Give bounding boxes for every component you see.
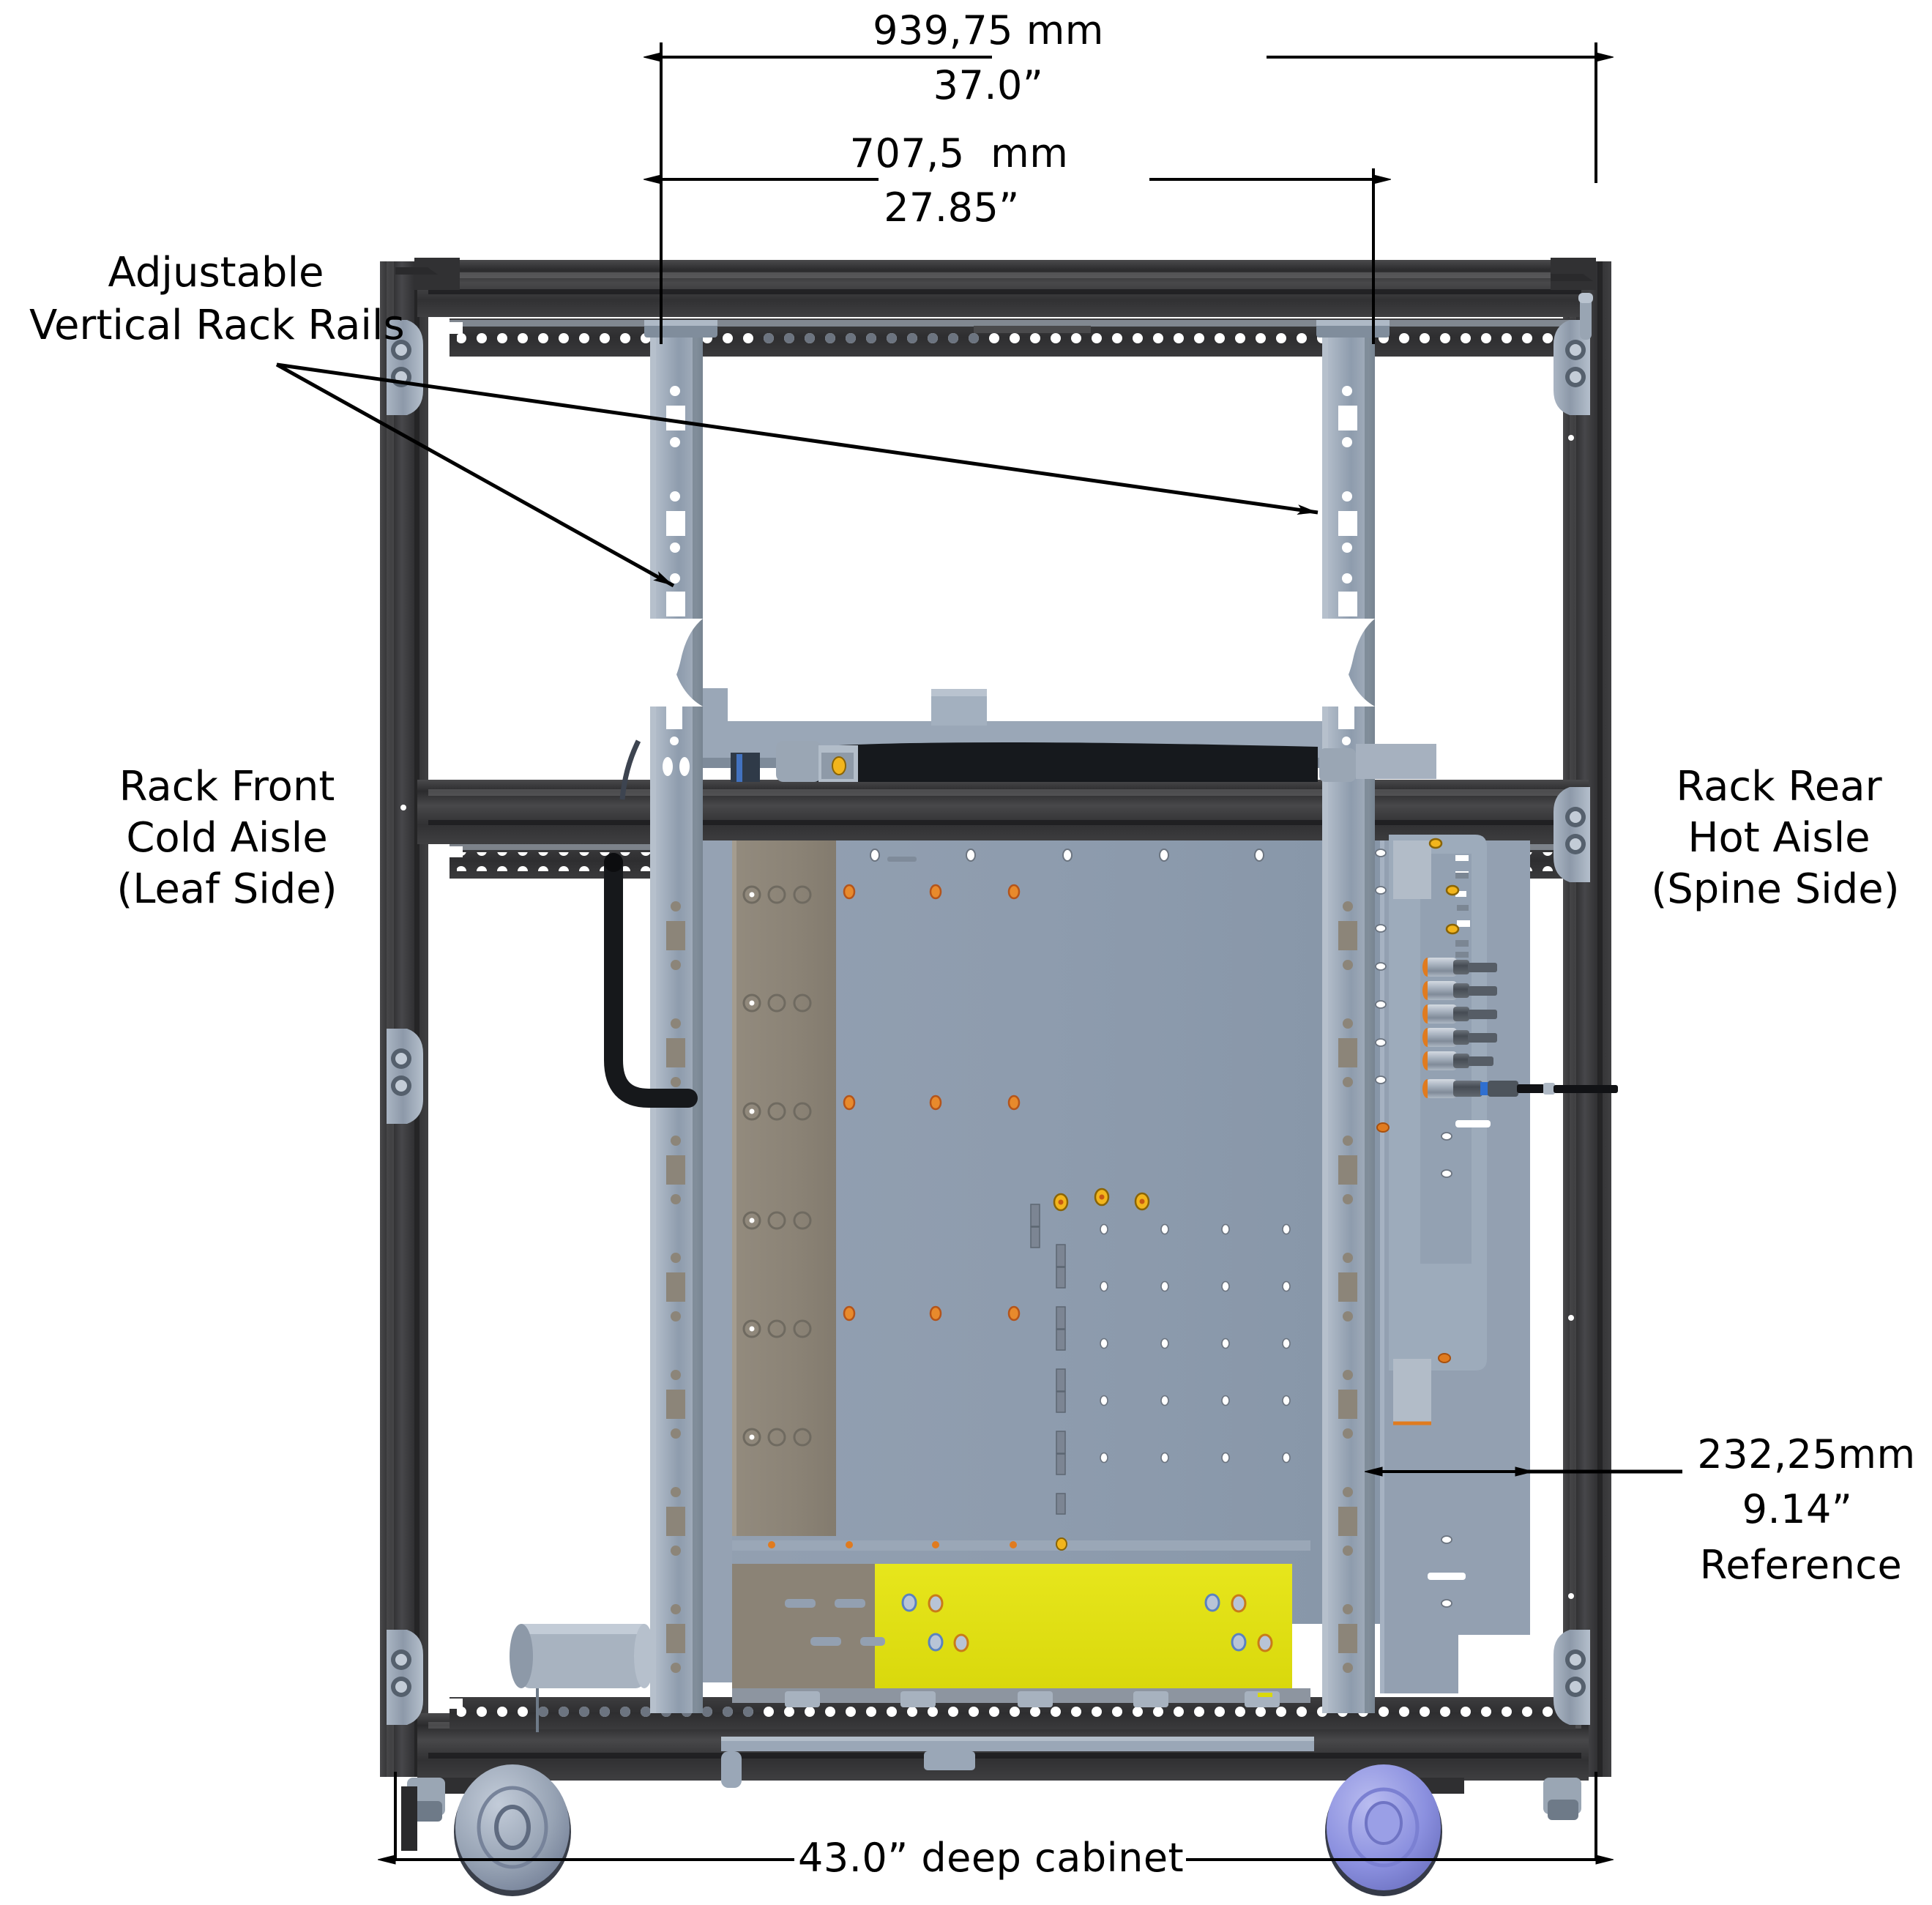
front-label-line1: Rack Front (119, 763, 335, 810)
top-perforated-rail (450, 318, 1575, 357)
rear-label-line1: Rack Rear (1676, 763, 1882, 810)
orange-panel-pins (843, 884, 1150, 1321)
panel-slot-column (1030, 1204, 1066, 1515)
rear-label-line3: (Spine Side) (1651, 865, 1900, 913)
frame-bracket-right-low (1554, 1630, 1590, 1725)
frame-bracket-left-top (387, 267, 438, 415)
right-dimension-mm: 232,25mm (1697, 1431, 1916, 1477)
front-label-line3: (Leaf Side) (116, 865, 337, 913)
top-dimension-inch: 37.0” (933, 62, 1044, 108)
panel-hole-grid (1100, 1223, 1291, 1464)
top-dimension-mm: 939,75 mm (873, 7, 1104, 53)
chassis-fasteners (742, 885, 812, 1447)
second-dimension-inch: 27.85” (884, 184, 1020, 231)
rear-label-line2: Hot Aisle (1687, 814, 1871, 862)
quick-connect-couplings (1422, 958, 1618, 1098)
rails-annotation-line1: Adjustable (108, 249, 324, 297)
bottom-dimension-label: 43.0” deep cabinet (798, 1835, 1185, 1881)
front-label-line2: Cold Aisle (126, 814, 328, 862)
frame-bracket-left-mid (387, 1029, 423, 1124)
frame-bracket-left-low (387, 1630, 423, 1725)
frame-bracket-right-mid (1554, 787, 1590, 882)
vertical-rack-rail-left (644, 320, 717, 1713)
internal-equipment-band (731, 741, 1436, 782)
rails-annotation-line2: Vertical Rack Rails (29, 302, 405, 349)
right-dimension-note: Reference (1699, 1542, 1903, 1588)
interior-cable (604, 853, 698, 1108)
vertical-rack-rail-right (1316, 320, 1390, 1713)
panel-top-holes (870, 849, 1264, 862)
yellow-label-strip (721, 1537, 1314, 1788)
frame-bracket-right-top (1551, 274, 1593, 415)
right-dimension-inch: 9.14” (1742, 1486, 1853, 1532)
bottom-cylinder-roller (510, 1624, 654, 1732)
second-dimension-mm: 707,5 mm (849, 130, 1069, 176)
manifold-assembly (1375, 835, 1618, 1693)
